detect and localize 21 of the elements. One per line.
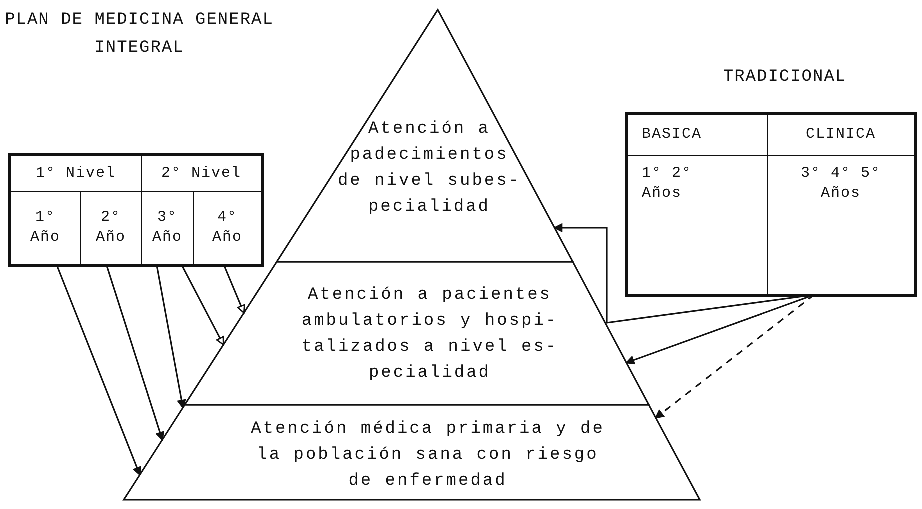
arrow [223, 264, 246, 314]
table-cell: 1° 2° Años [627, 155, 768, 295]
tier-text: Atención a pacientes ambulatorios y hospi- talizados a nivel es- pecialidad [300, 285, 560, 385]
arrow [655, 294, 815, 419]
table-cell: 1° Año [10, 191, 81, 265]
tier-text: Atención médica primaria y de la población sana con riesgo de enfermedad [250, 419, 606, 493]
table-heading: TRADICIONAL [722, 67, 848, 89]
tier-text: Atención a padecimientos de nivel subes- pecialidad [336, 119, 522, 219]
arrow [181, 264, 224, 346]
table-frame [8, 153, 264, 267]
table-heading: PLAN DE MEDICINA GENERAL INTEGRAL [4, 10, 275, 60]
arrow [156, 264, 186, 409]
table-cell: BASICA [627, 114, 768, 156]
table-cell: 1° Nivel [10, 155, 142, 192]
table-cell: 3° 4° 5° Años [767, 155, 915, 295]
arrow [106, 264, 164, 441]
arrow [56, 264, 142, 476]
table-cell: CLINICA [767, 114, 915, 156]
table-frame [625, 112, 917, 297]
table-cell: 4° Año [193, 191, 262, 265]
table-cell: 2° Nivel [141, 155, 262, 192]
